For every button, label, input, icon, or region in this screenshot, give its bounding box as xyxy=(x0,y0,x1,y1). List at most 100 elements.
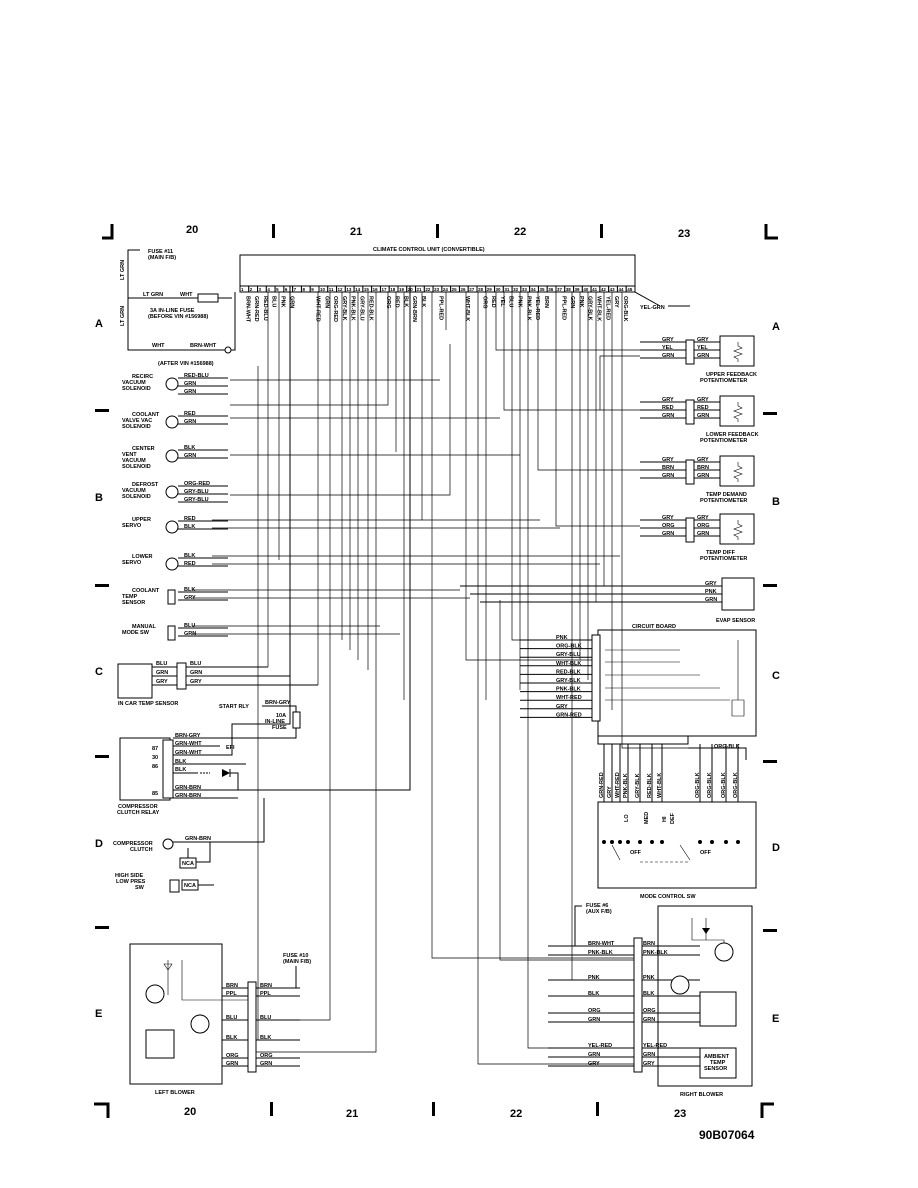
ccu-pin-wire: BLU xyxy=(508,296,514,307)
ccu-pin-number: 3 xyxy=(259,287,262,292)
cb-wire: GRY xyxy=(556,704,568,710)
pot-wire-right: GRN xyxy=(697,413,709,419)
mode-wire: ORG-BLK xyxy=(695,772,701,798)
ccu-pin-wire: RED xyxy=(394,296,400,308)
relay-wire-6: GRN-BRN xyxy=(175,785,201,791)
lb-wire-right: ORG xyxy=(260,1053,273,1059)
component-wire: BLK xyxy=(184,587,195,593)
right-blower-label: RIGHT BLOWER xyxy=(680,1092,723,1098)
high-side-line2: LOW PRES xyxy=(116,879,146,885)
row-left-c: C xyxy=(95,666,103,678)
harness-routes xyxy=(192,292,688,1065)
component-wire: RED-BLU xyxy=(184,373,209,379)
relay-pin-87: 87 xyxy=(152,746,158,752)
ccu-pin-number: 11 xyxy=(329,287,334,292)
component-label: MODE SW xyxy=(122,630,150,636)
ccu-pin-number: 8 xyxy=(302,287,305,292)
ccu-pin-number: 7 xyxy=(294,287,297,292)
inline-fuse-3a xyxy=(197,293,219,303)
clutch-line2: CLUTCH xyxy=(130,847,153,853)
ccu-pin-wire: WHT-BLK xyxy=(596,296,602,321)
lb-wire-left: ORG xyxy=(226,1053,239,1059)
fuse11-label: FUSE #11 xyxy=(148,249,173,255)
ccu-pin-wire: PPL-RED xyxy=(560,296,566,320)
pot-wire-right: GRN xyxy=(697,353,709,359)
row-right-e: E xyxy=(772,1013,779,1025)
relay-wire-4: BLK xyxy=(175,759,186,765)
ccu-pin-wire: ORG xyxy=(481,296,487,309)
left-components: RECIRCVACUUMSOLENOIDRED-BLUGRNGRNCOOLANT… xyxy=(122,373,228,641)
component-label: TEMP xyxy=(122,594,138,600)
fuse-10a xyxy=(292,711,301,729)
ccu-pin-wire: YEL xyxy=(499,296,505,307)
cb-wire: WHT-BLK xyxy=(556,661,581,667)
pot-wire-right: ORG xyxy=(697,523,710,529)
ccu-pin-wire: GRY-BLU xyxy=(359,296,365,321)
fuse10a-line2: IN-LINE xyxy=(265,719,285,725)
cb-wire: GRY-BLU xyxy=(556,652,581,658)
pot-box xyxy=(719,335,755,367)
fuse11-wire-left: LT GRN xyxy=(120,306,126,326)
in-car-sensor-box xyxy=(117,663,153,699)
pot-label: LOWER FEEDBACK xyxy=(706,432,759,438)
ccu-pin-number: 42 xyxy=(601,287,607,292)
component-label: CENTER xyxy=(132,446,155,452)
component-label: VACUUM xyxy=(122,458,146,464)
component-label: COOLANT xyxy=(132,412,160,418)
lb-wire-left: GRN xyxy=(226,1061,238,1067)
mode-sw-label: MODE CONTROL SW xyxy=(640,894,696,900)
row-left-a: A xyxy=(95,318,103,330)
mode-off-b: OFF xyxy=(700,850,712,856)
fuse10-sub: (MAIN F/B) xyxy=(283,959,311,965)
component-wire: GRN xyxy=(184,453,196,459)
ccu-pin-number: 15 xyxy=(364,287,370,292)
rb-wire-left: GRN xyxy=(588,1052,600,1058)
ccu-pin-number: 35 xyxy=(539,287,545,292)
left-component: DEFROSTVACUUMSOLENOIDORG-REDGRY-BLUGRY-B… xyxy=(122,481,228,503)
pot-label: POTENTIOMETER xyxy=(700,556,747,562)
component-label: MANUAL xyxy=(132,624,156,630)
ccu-pin-wire: YEL-RED xyxy=(604,296,610,320)
ccu-pin-number: 19 xyxy=(399,287,405,292)
component-wire: RED xyxy=(184,561,196,567)
ccu-pin-number: 27 xyxy=(469,287,475,292)
pot-label: UPPER FEEDBACK xyxy=(706,372,757,378)
ccu-pin-number: 28 xyxy=(478,287,484,292)
ccu-pin-number: 5 xyxy=(276,287,279,292)
lb-wire-left: BLK xyxy=(226,1035,237,1041)
after-vin-label: (AFTER VIN #156988) xyxy=(158,361,214,367)
cb-wire: PNK-BLK xyxy=(556,687,581,693)
evap-label: EVAP SENSOR xyxy=(716,618,755,624)
ambient-line1: AMBIENT xyxy=(704,1054,730,1060)
relay-label-2: CLUTCH RELAY xyxy=(117,810,160,816)
sensor-icon xyxy=(167,589,176,605)
rb-wire-left: BRN-WHT xyxy=(588,941,615,947)
cb-wire: WHT-RED xyxy=(556,695,582,701)
mode-pos-lo: LO xyxy=(624,814,630,822)
pot-wire-right: GRN xyxy=(697,531,709,537)
relay-efi: EFI xyxy=(226,745,235,751)
ccu-pin-wire: BRN-WHT xyxy=(244,296,250,323)
lb-wire-right: PPL xyxy=(260,991,271,997)
component-label: SERVO xyxy=(122,523,142,529)
ccu-pin-number: 38 xyxy=(566,287,572,292)
figure-id: 90B07064 xyxy=(699,1128,755,1142)
cb-wire: PNK xyxy=(556,635,568,641)
ccu-pin-number: 36 xyxy=(548,287,554,292)
rb-wire-right: BRN xyxy=(643,941,655,947)
relay-wire-5: BLK xyxy=(175,767,186,773)
high-side-line3: SW xyxy=(135,885,145,891)
ccu-pin-wire: GRY-BLK xyxy=(587,296,593,321)
row-left-b: B xyxy=(95,492,103,504)
relay-label: COMPRESSOR xyxy=(118,804,158,810)
ccu-pin-number: 34 xyxy=(531,287,537,292)
row-left-e: E xyxy=(95,1008,102,1020)
pot-label: POTENTIOMETER xyxy=(700,498,747,504)
relay-wire-1: BRN-GRY xyxy=(175,733,201,739)
circuit-board-label: CIRCUIT BOARD xyxy=(632,624,676,630)
rb-wire-left: ORG xyxy=(588,1008,601,1014)
